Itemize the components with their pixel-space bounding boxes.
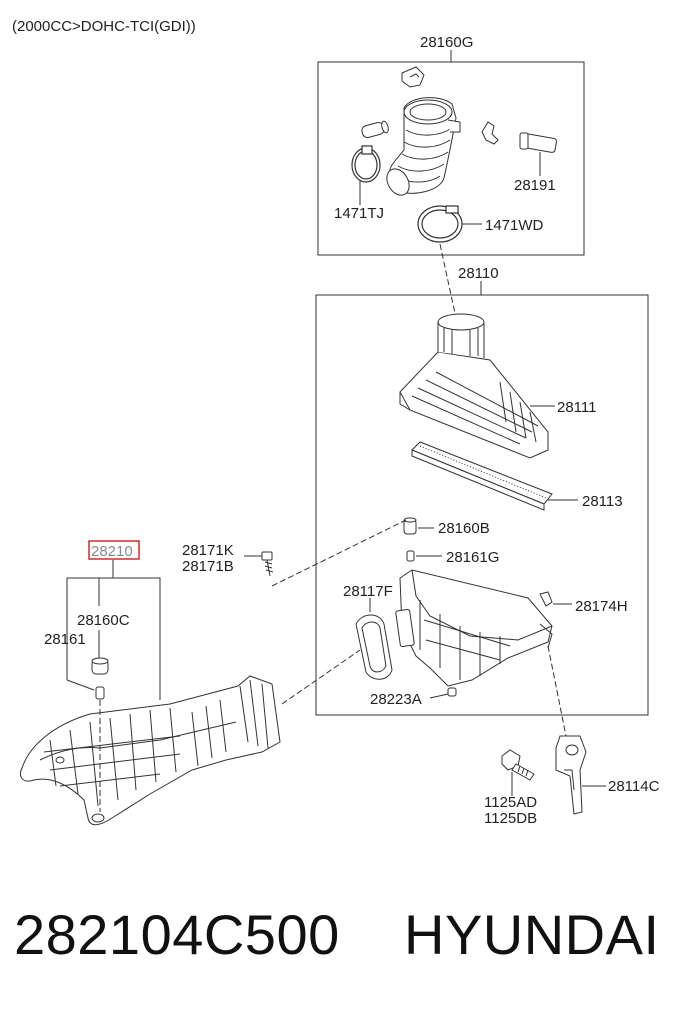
footer — [0, 845, 681, 1017]
parts-diagram: (2000CC>DOHC-TCI(GDI)) 28160G 1471TJ — [12, 18, 660, 827]
box-28160g — [317, 61, 585, 256]
bolt-1125ad-icon — [501, 749, 535, 781]
callout-28223a[interactable]: 28223A — [370, 691, 422, 708]
air-cleaner-cover-icon — [399, 313, 549, 459]
callout-28161g[interactable]: 28161G — [446, 549, 499, 566]
clip-28174h-icon — [539, 591, 553, 607]
brand-name: HYUNDAI — [404, 903, 660, 966]
engine-spec-label: (2000CC>DOHC-TCI(GDI)) — [12, 18, 196, 35]
pin-icon — [406, 550, 415, 562]
air-cleaner-body-icon — [395, 569, 553, 687]
callout-28110[interactable]: 28110 — [458, 265, 499, 282]
callout-1471tj[interactable]: 1471TJ — [334, 205, 384, 222]
callout-28210[interactable]: 28210 — [91, 543, 133, 560]
callout-28161[interactable]: 28161 — [44, 631, 86, 648]
callout-28160c[interactable]: 28160C — [77, 612, 130, 629]
hose-bracket-icon — [481, 121, 499, 145]
callout-28174h[interactable]: 28174H — [575, 598, 628, 615]
callout-28117f[interactable]: 28117F — [343, 583, 393, 600]
box-28110 — [315, 294, 649, 716]
callout-1125db[interactable]: 1125DB — [484, 810, 537, 827]
pin-28161-icon — [95, 686, 105, 700]
callout-28113[interactable]: 28113 — [582, 493, 623, 510]
callout-1471wd[interactable]: 1471WD — [485, 217, 544, 234]
sensor-plug-icon — [361, 120, 389, 139]
callout-1125ad[interactable]: 1125AD — [484, 794, 537, 811]
bolt-28223a-icon — [447, 687, 457, 697]
hose-clamp-small-icon — [351, 145, 381, 183]
sensor-28191-icon — [519, 132, 557, 153]
callout-28171k[interactable]: 28171K — [182, 542, 234, 559]
bracket-28210 — [66, 577, 161, 700]
highlight-box-28210 — [88, 540, 140, 560]
callout-28171b[interactable]: 28171B — [182, 558, 234, 575]
callout-28160g[interactable]: 28160G — [420, 34, 473, 51]
callout-28114c[interactable]: 28114C — [608, 778, 660, 795]
callout-28191[interactable]: 28191 — [514, 177, 556, 194]
mounting-bracket-icon — [555, 735, 587, 815]
exploded-view-svg: (2000CC>DOHC-TCI(GDI)) 28160G 1471TJ — [12, 18, 660, 827]
air-intake-duct-icon — [20, 675, 281, 826]
grommet-icon — [403, 517, 417, 535]
elbow-fitting-icon — [401, 66, 425, 88]
part-number: 282104C500 — [14, 903, 340, 966]
seal-28117f-icon — [355, 614, 393, 680]
callout-28160b[interactable]: 28160B — [438, 520, 490, 537]
grommet-28160c-icon — [91, 657, 109, 675]
bolt-28171k-icon — [261, 551, 274, 577]
hose-clamp-large-icon — [417, 205, 463, 243]
air-filter-element-icon — [411, 441, 553, 511]
callout-28111[interactable]: 28111 — [557, 399, 597, 416]
intake-hose-icon — [386, 97, 461, 196]
